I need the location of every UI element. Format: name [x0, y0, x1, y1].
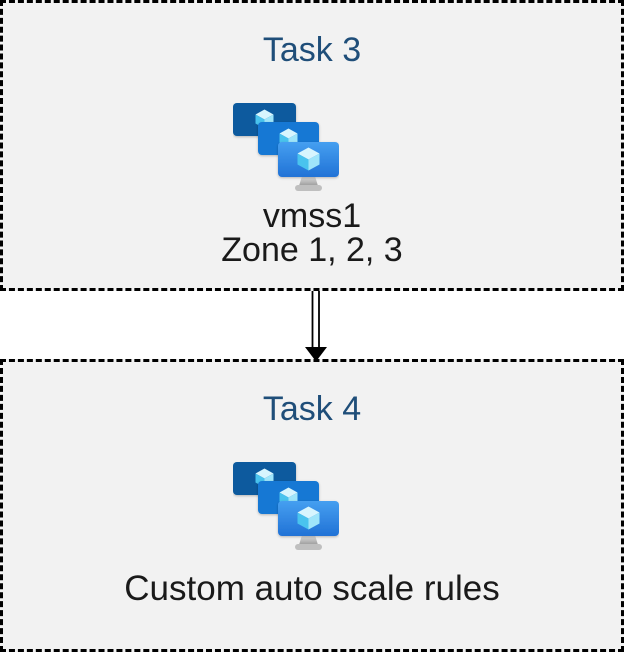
zones-label: Zone 1, 2, 3	[221, 231, 403, 269]
monitor-stand-neck	[299, 176, 318, 186]
vm-scale-sets-icon	[233, 462, 339, 550]
task3-label: vmss1 Zone 1, 2, 3	[3, 199, 621, 267]
task4-box: Task 4	[0, 359, 624, 652]
task4-title: Task 4	[262, 390, 362, 428]
autoscale-rules-label: Custom auto scale rules	[124, 569, 500, 608]
arrow-head	[305, 347, 327, 362]
monitor-front	[278, 501, 339, 550]
task3-title: Task 3	[262, 31, 362, 69]
monitor-stand-base	[295, 185, 322, 191]
task4-label: Custom auto scale rules	[3, 570, 621, 608]
task3-box: Task 3	[0, 0, 624, 291]
monitor-stand-neck	[299, 535, 318, 545]
monitor-stand-base	[295, 544, 322, 550]
task3-to-task4-arrow	[305, 291, 327, 362]
monitor-front	[278, 142, 339, 191]
vm-scale-sets-icon	[233, 103, 339, 191]
vmss-name-label: vmss1	[262, 197, 362, 235]
